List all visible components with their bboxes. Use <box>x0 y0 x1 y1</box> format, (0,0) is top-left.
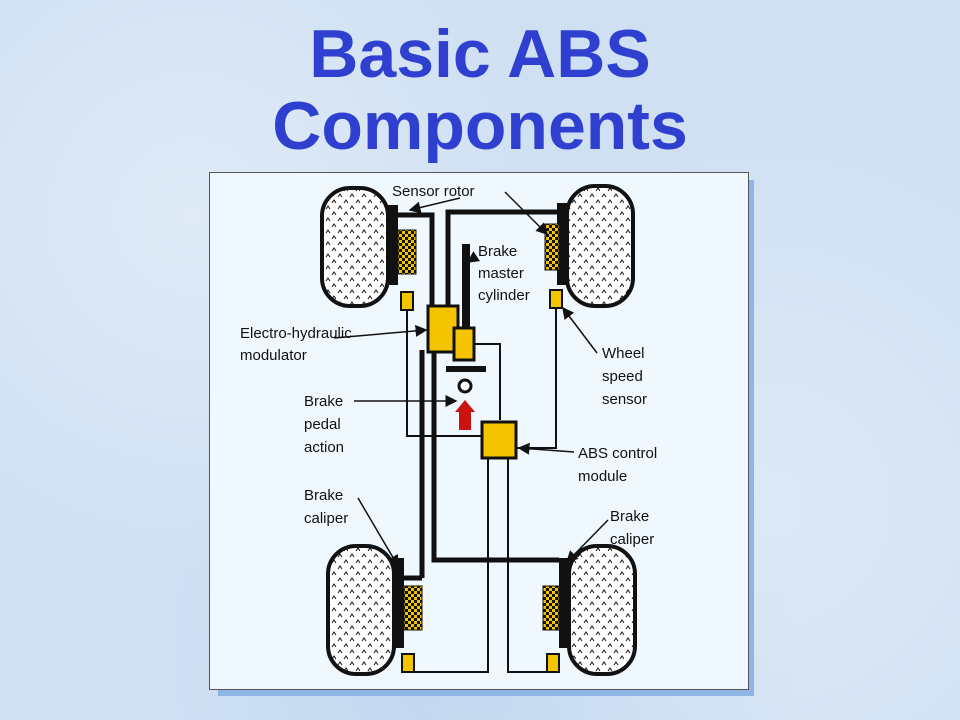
slide-title-line1: Basic ABS <box>309 16 651 92</box>
hub-rear-right <box>559 558 569 648</box>
wheel-speed-sensor-rear-right <box>546 653 560 673</box>
label-electro-hydraulic-modulator: Electro-hydraulic modulator <box>240 325 356 364</box>
brake-lines <box>398 209 559 581</box>
label-wheel-speed-sensor: Wheel speed sensor <box>602 345 649 408</box>
slide-title-line2: Components <box>272 88 688 164</box>
pedal-pushrod <box>446 366 486 372</box>
wheel-speed-sensor-front-right <box>549 289 563 309</box>
wheel-rear-left <box>326 544 396 676</box>
wheel-rear-right <box>567 544 637 676</box>
label-brake-caliper-right: Brake caliper <box>610 508 654 548</box>
master-cylinder-rod <box>462 244 470 328</box>
leader-arrows <box>333 191 609 568</box>
wheel-front-left <box>320 186 390 308</box>
hub-front-right <box>557 203 567 285</box>
label-brake-pedal-action: Brake pedal action <box>304 393 347 456</box>
hub-front-left <box>388 205 398 285</box>
sensor-rotor-front-left <box>397 229 417 275</box>
hub-rear-left <box>394 558 404 648</box>
label-brake-caliper-left: Brake caliper <box>304 487 348 527</box>
wheel-speed-sensor-rear-left <box>401 653 415 673</box>
sensor-rotor-front-right <box>544 223 560 271</box>
wheel-front-right <box>565 184 635 308</box>
sensor-rotor-rear-right <box>542 585 560 631</box>
sensor-rotor-rear-left <box>403 585 423 631</box>
wheel-speed-sensor-front-left <box>400 291 414 311</box>
label-abs-control-module: ABS control module <box>578 445 661 485</box>
label-sensor-rotor: Sensor rotor <box>392 183 475 200</box>
brake-master-cylinder <box>452 326 476 362</box>
sensor-wires <box>406 308 557 673</box>
abs-control-module <box>480 420 518 460</box>
brake-pedal-pivot <box>457 378 473 394</box>
brake-pedal-arrow-icon <box>455 400 475 430</box>
label-brake-master-cylinder: Brake master cylinder <box>478 243 530 304</box>
